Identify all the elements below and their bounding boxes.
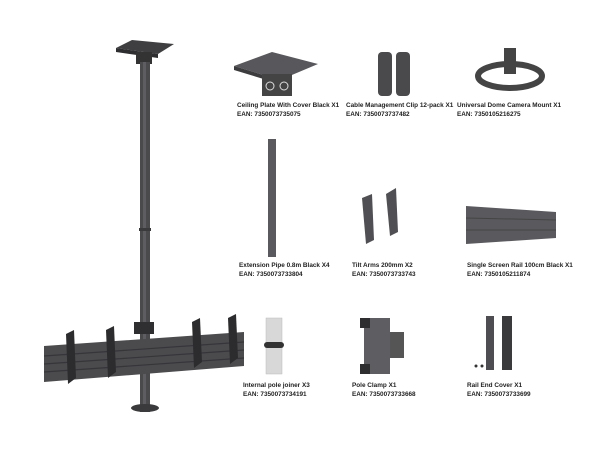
item-caption-pole-clamp: Pole Clamp X1 EAN: 7350073733668	[352, 381, 416, 399]
item-ean: EAN: 7350073733743	[352, 271, 416, 278]
item-title: Pole Clamp X1	[352, 382, 397, 389]
pole-joiner-image	[264, 317, 284, 375]
item-ean: EAN: 7350073737482	[346, 111, 410, 118]
item-title: Extension Pipe 0.8m Black X4	[239, 262, 330, 269]
item-caption-ceiling-plate: Ceiling Plate With Cover Black X1 EAN: 7…	[237, 101, 339, 119]
item-ean: EAN: 7350073734191	[243, 391, 307, 398]
item-title: Cable Management Clip 12-pack X1	[346, 102, 454, 109]
item-caption-pole-joiner: Internal pole joiner X3 EAN: 73500737341…	[243, 381, 310, 399]
item-title: Tilt Arms 200mm X2	[352, 262, 413, 269]
item-caption-dome-camera-mount: Universal Dome Camera Mount X1 EAN: 7350…	[457, 101, 561, 119]
item-title: Internal pole joiner X3	[243, 382, 310, 389]
item-caption-extension-pipe: Extension Pipe 0.8m Black X4 EAN: 735007…	[239, 261, 330, 279]
item-ean: EAN: 7350073733668	[352, 391, 416, 398]
item-ean: EAN: 7350073735075	[237, 111, 301, 118]
item-caption-cable-clip: Cable Management Clip 12-pack X1 EAN: 73…	[346, 101, 453, 119]
cable-clip-image	[378, 52, 410, 96]
rail-end-cover-image	[474, 316, 512, 370]
tilt-arms-image	[362, 188, 398, 244]
item-caption-tilt-arms: Tilt Arms 200mm X2 EAN: 7350073733743	[352, 261, 416, 279]
item-title: Universal Dome Camera Mount X1	[457, 102, 562, 109]
item-title: Single Screen Rail 100cm Black X1	[467, 262, 573, 269]
item-title: Rail End Cover X1	[467, 382, 523, 389]
item-ean: EAN: 7350105216275	[457, 111, 521, 118]
pole-clamp-image	[360, 318, 404, 374]
item-ean: EAN: 7350073733699	[467, 391, 531, 398]
item-title: Ceiling Plate With Cover Black X1	[237, 102, 340, 109]
extension-pipe-image	[268, 139, 276, 257]
ceiling-plate-image	[234, 52, 318, 96]
item-ean: EAN: 7350073733804	[239, 271, 303, 278]
item-caption-screen-rail: Single Screen Rail 100cm Black X1 EAN: 7…	[467, 261, 573, 279]
item-ean: EAN: 7350105211874	[467, 271, 531, 278]
dome-camera-mount-image	[475, 48, 545, 91]
screen-rail-image	[465, 206, 557, 244]
item-caption-rail-end-cover: Rail End Cover X1 EAN: 7350073733699	[467, 381, 531, 399]
